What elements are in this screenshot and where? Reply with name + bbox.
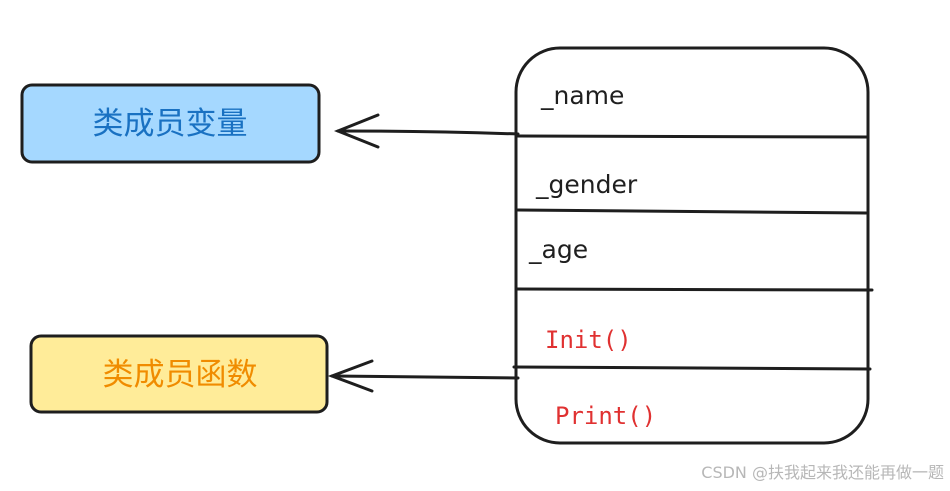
watermark: CSDN @扶我起来我还能再做一题 [701, 463, 944, 482]
member-functions-box: 类成员函数 [29, 334, 329, 414]
arrow-to-variables-head [333, 113, 380, 149]
class-divider-1 [516, 134, 870, 139]
class-divider-3 [514, 287, 874, 292]
member-functions-label: 类成员函数 [103, 357, 258, 393]
arrow-to-variables-line [336, 129, 520, 136]
member-age: _age [528, 235, 588, 264]
arrow-to-functions-head [327, 359, 374, 393]
class-divider-4 [512, 365, 872, 371]
arrow-to-variables [333, 113, 520, 149]
member-variables-box: 类成员变量 [20, 83, 321, 164]
arrow-to-functions-line [330, 374, 520, 380]
class-box [512, 46, 874, 445]
member-name: _name [540, 81, 624, 110]
member-variables-box-shape [20, 83, 321, 164]
arrow-to-functions [327, 359, 520, 393]
member-variables-label: 类成员变量 [93, 106, 248, 142]
method-print: Print() [555, 402, 656, 430]
method-init: Init() [545, 326, 632, 354]
member-functions-box-shape [29, 334, 329, 414]
class-divider-2 [516, 208, 868, 215]
class-box-outline [514, 46, 870, 445]
member-gender: _gender [535, 170, 638, 199]
